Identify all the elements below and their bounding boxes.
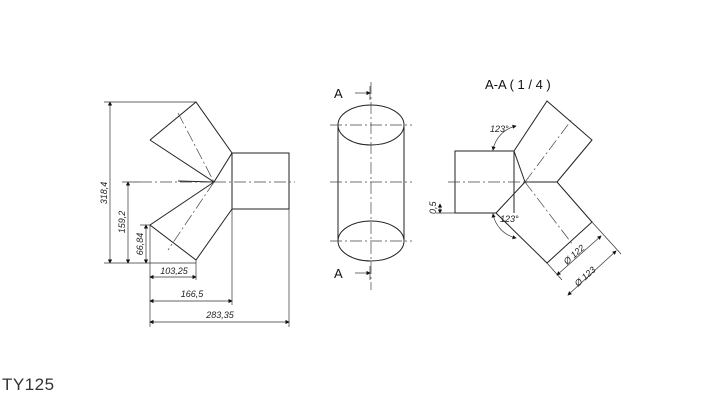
section-upper-arm-outline	[513, 100, 593, 183]
dim-diameter-outer: Ø 123	[572, 265, 598, 290]
dim-angle-bottom: 123°	[500, 214, 519, 224]
dim-width-1: 103,25	[160, 266, 189, 276]
dim-offset: 0,5	[428, 200, 438, 214]
dim-width-3: 283,35	[205, 310, 235, 320]
cut-label-bottom: A	[334, 266, 343, 281]
section-label: A-A ( 1 / 4 )	[485, 77, 551, 92]
dim-height-mid: 159,2	[117, 211, 127, 234]
section-view: A-A ( 1 / 4 ) 123° 123° 0,5 Ø 122 Ø 123	[428, 77, 622, 296]
front-view: 318,4 159,2 66,84 103,25 166,5 283,35	[99, 101, 295, 327]
dim-height-small: 66,84	[135, 233, 145, 256]
upper-arm-outline	[149, 101, 233, 183]
lower-arm-outline	[149, 181, 233, 261]
dim-width-2: 166,5	[181, 289, 205, 299]
dim-height-total: 318,4	[99, 182, 109, 205]
cut-label-top: A	[334, 86, 343, 101]
outlet-outline	[232, 152, 290, 210]
side-view: A A	[330, 82, 412, 290]
dim-angle-top: 123°	[490, 124, 509, 134]
part-code: TY125	[2, 375, 55, 394]
